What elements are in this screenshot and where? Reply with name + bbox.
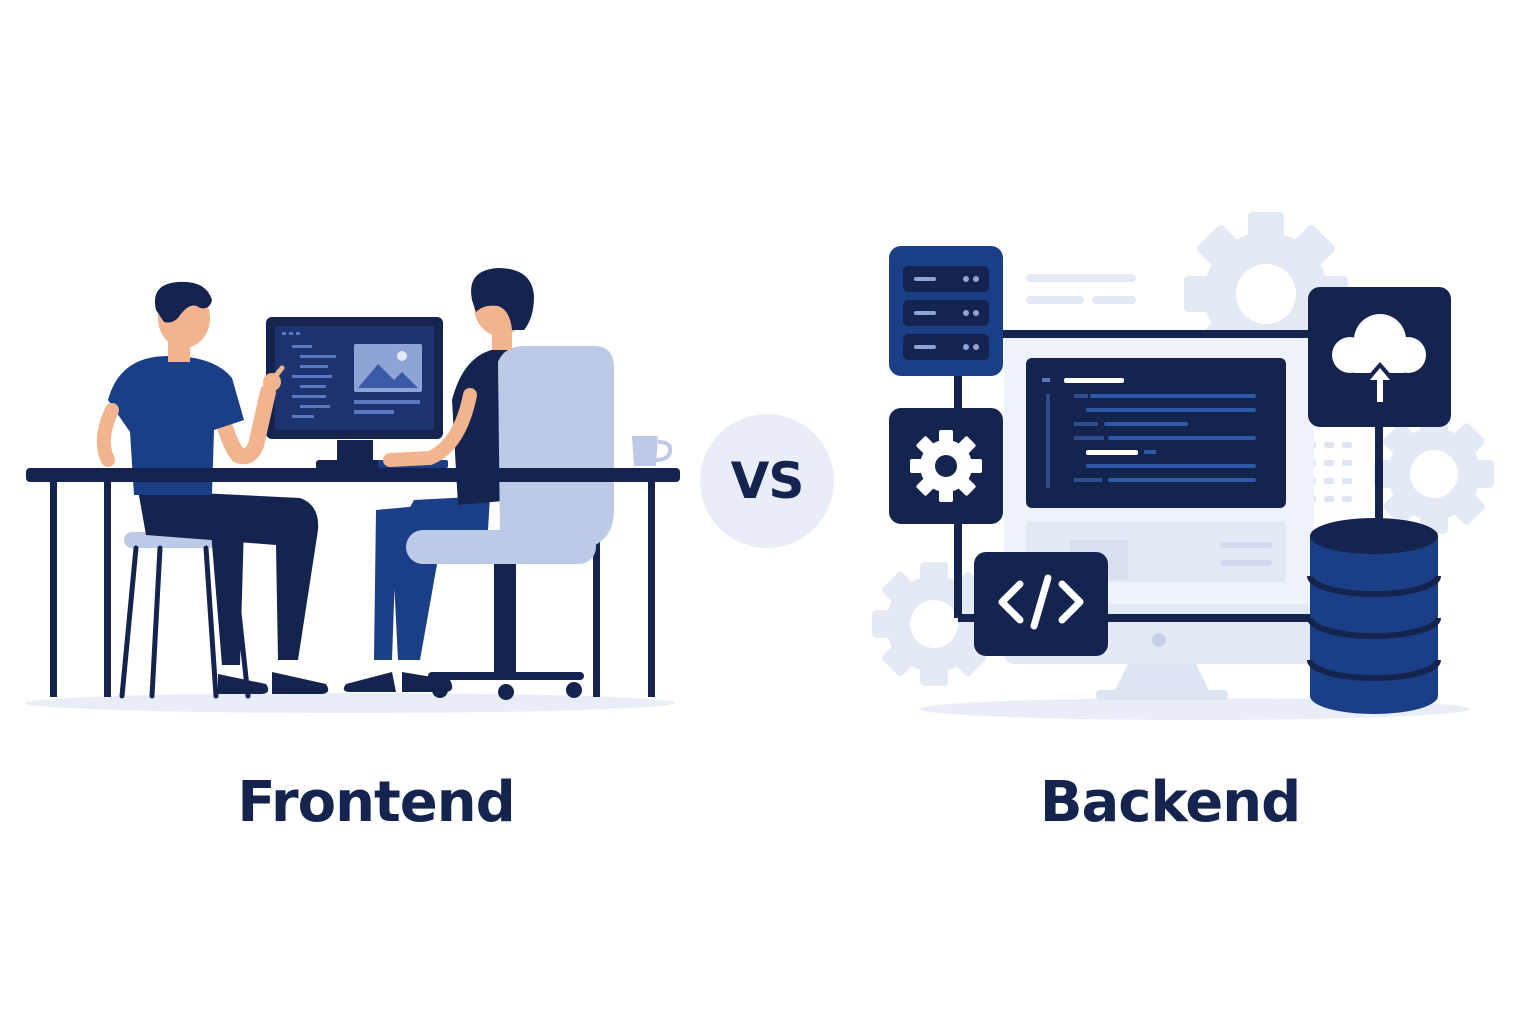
frontend-label: Frontend <box>237 770 515 835</box>
background-gear-left <box>872 562 996 686</box>
backend-label: Backend <box>1039 770 1301 835</box>
vs-text: VS <box>730 452 805 510</box>
database-icon <box>1307 518 1441 714</box>
decorative-lines <box>1026 274 1136 304</box>
background-gear-right <box>1374 414 1494 534</box>
frontend-monitor <box>266 317 443 470</box>
gear-icon <box>889 408 1003 524</box>
code-panel-lines <box>1042 378 1256 488</box>
cloud-upload-icon <box>1308 287 1451 427</box>
code-brackets-icon <box>974 552 1108 656</box>
backend-illustration <box>872 212 1494 720</box>
code-lines <box>282 332 336 418</box>
server-rack-icon <box>889 246 1003 376</box>
image-icon <box>354 344 422 392</box>
person-left <box>96 281 329 699</box>
coffee-mug-icon <box>632 436 673 466</box>
desk-legs <box>50 482 655 697</box>
desk-top <box>26 468 680 482</box>
frontend-floor-shadow <box>25 693 675 713</box>
person-right <box>343 268 614 700</box>
vs-badge: VS <box>700 414 834 548</box>
frontend-illustration <box>25 268 680 713</box>
